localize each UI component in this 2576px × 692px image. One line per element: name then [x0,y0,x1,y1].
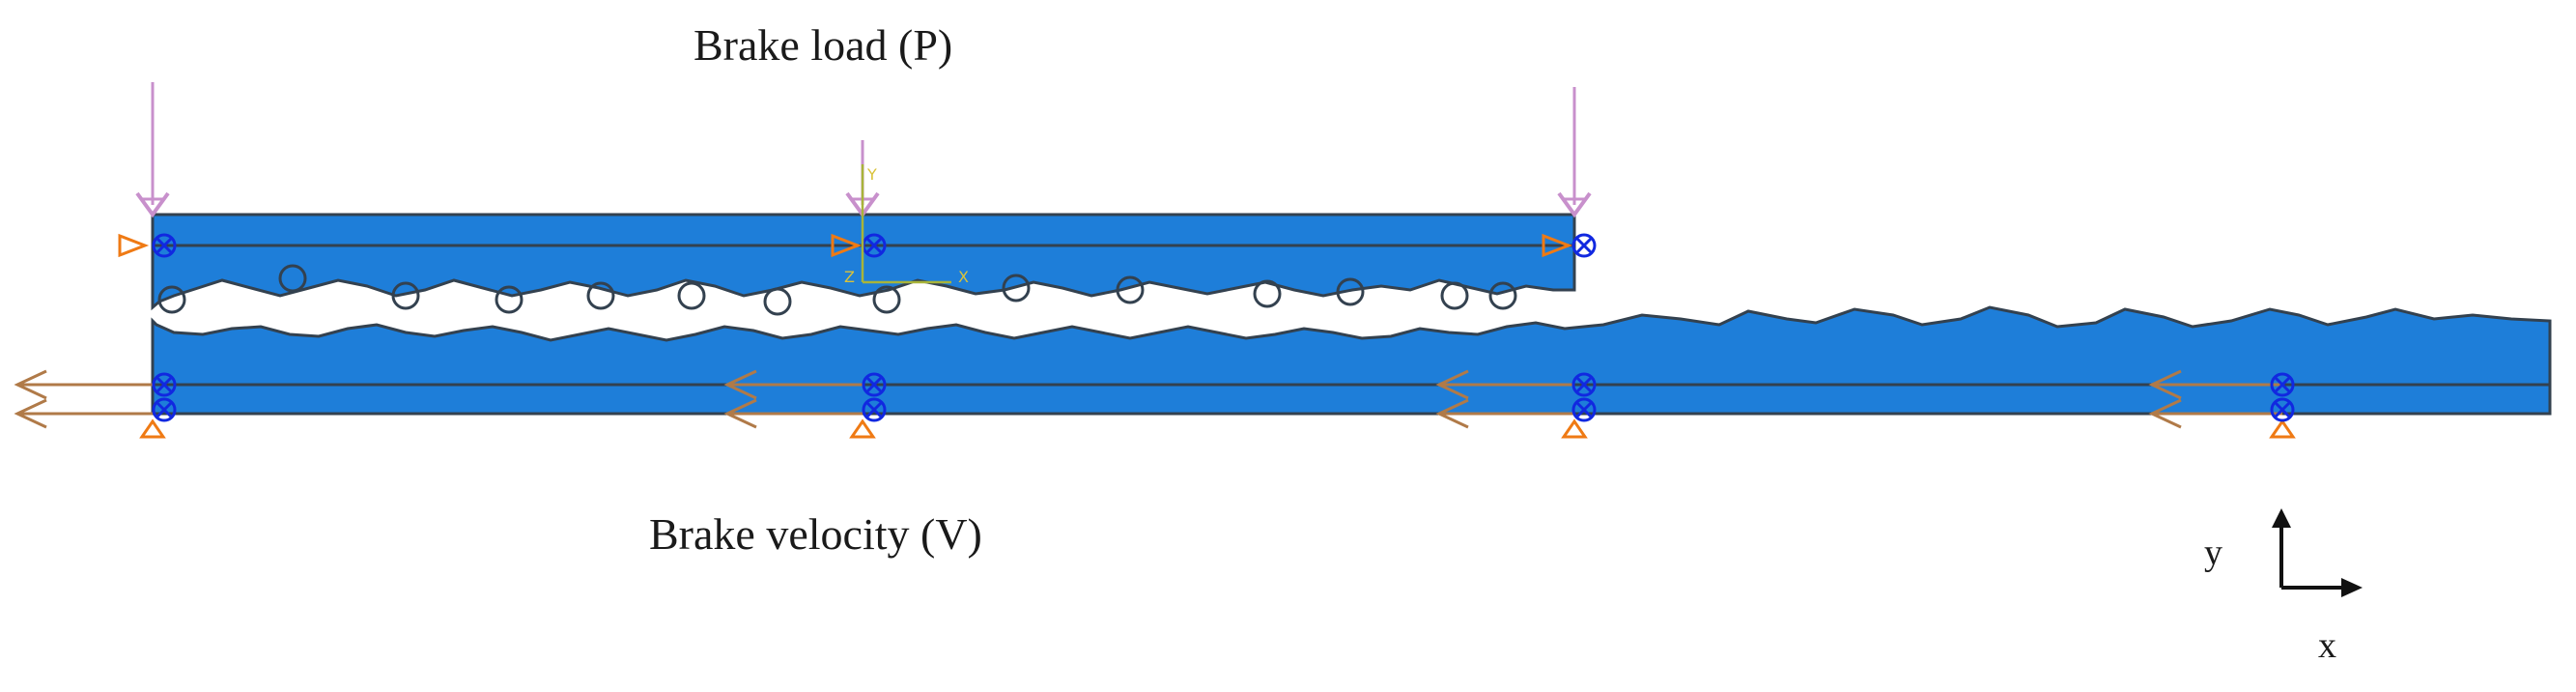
triad-x-label: X [958,268,969,286]
constraint-upper-right [1542,233,1573,258]
constraint-upper-mid [831,233,863,258]
node-upper-right [1571,233,1597,258]
asperity-circle [1116,275,1145,304]
velocity-arrow [1435,369,1574,429]
lower-body [151,305,2552,416]
load-arrow [1557,87,1592,218]
node-lower-3 [1571,372,1597,422]
brake-velocity-arrows [14,369,2282,429]
node-lower-1 [152,372,177,422]
constraint-lower-4 [2269,418,2296,439]
constraint-lower-3 [1561,418,1588,439]
lower-body-shape [151,305,2552,416]
asperity-circle [586,281,615,310]
contact-asperities [157,264,1517,316]
reference-nodes [152,233,2295,422]
node-upper-left [152,233,177,258]
asperity-circle [763,287,792,316]
asperity-circle [1253,279,1282,308]
velocity-arrow [2148,369,2282,429]
triad-y-label: Y [866,165,877,184]
brake-load-label: Brake load (P) [694,20,952,70]
node-lower-4 [2270,372,2295,422]
asperity-circle [677,281,706,310]
velocity-arrow [723,369,863,429]
constraint-lower-2 [849,418,876,439]
xy-axes-icon [2272,508,2363,597]
asperity-circle [872,285,901,314]
axis-x-label: x [2318,625,2336,666]
asperity-circle [157,285,186,314]
asperity-circle [1440,281,1469,310]
constraint-upper-left [118,233,150,258]
node-lower-2 [862,372,887,422]
constraint-lower-1 [139,418,166,439]
triad-z-label: Z [844,268,855,286]
asperity-circle [278,264,307,293]
brake-velocity-label: Brake velocity (V) [649,509,982,559]
axis-y-label: y [2204,533,2222,573]
local-triad: Y X Z [844,164,969,286]
asperity-circle [1336,277,1365,306]
load-arrow [135,82,170,218]
boundary-constraints [118,233,2296,439]
asperity-circle [495,285,524,314]
asperity-circle [1002,274,1031,303]
asperity-circle [1488,281,1517,310]
asperity-circle [391,281,420,310]
velocity-arrow [14,369,153,429]
